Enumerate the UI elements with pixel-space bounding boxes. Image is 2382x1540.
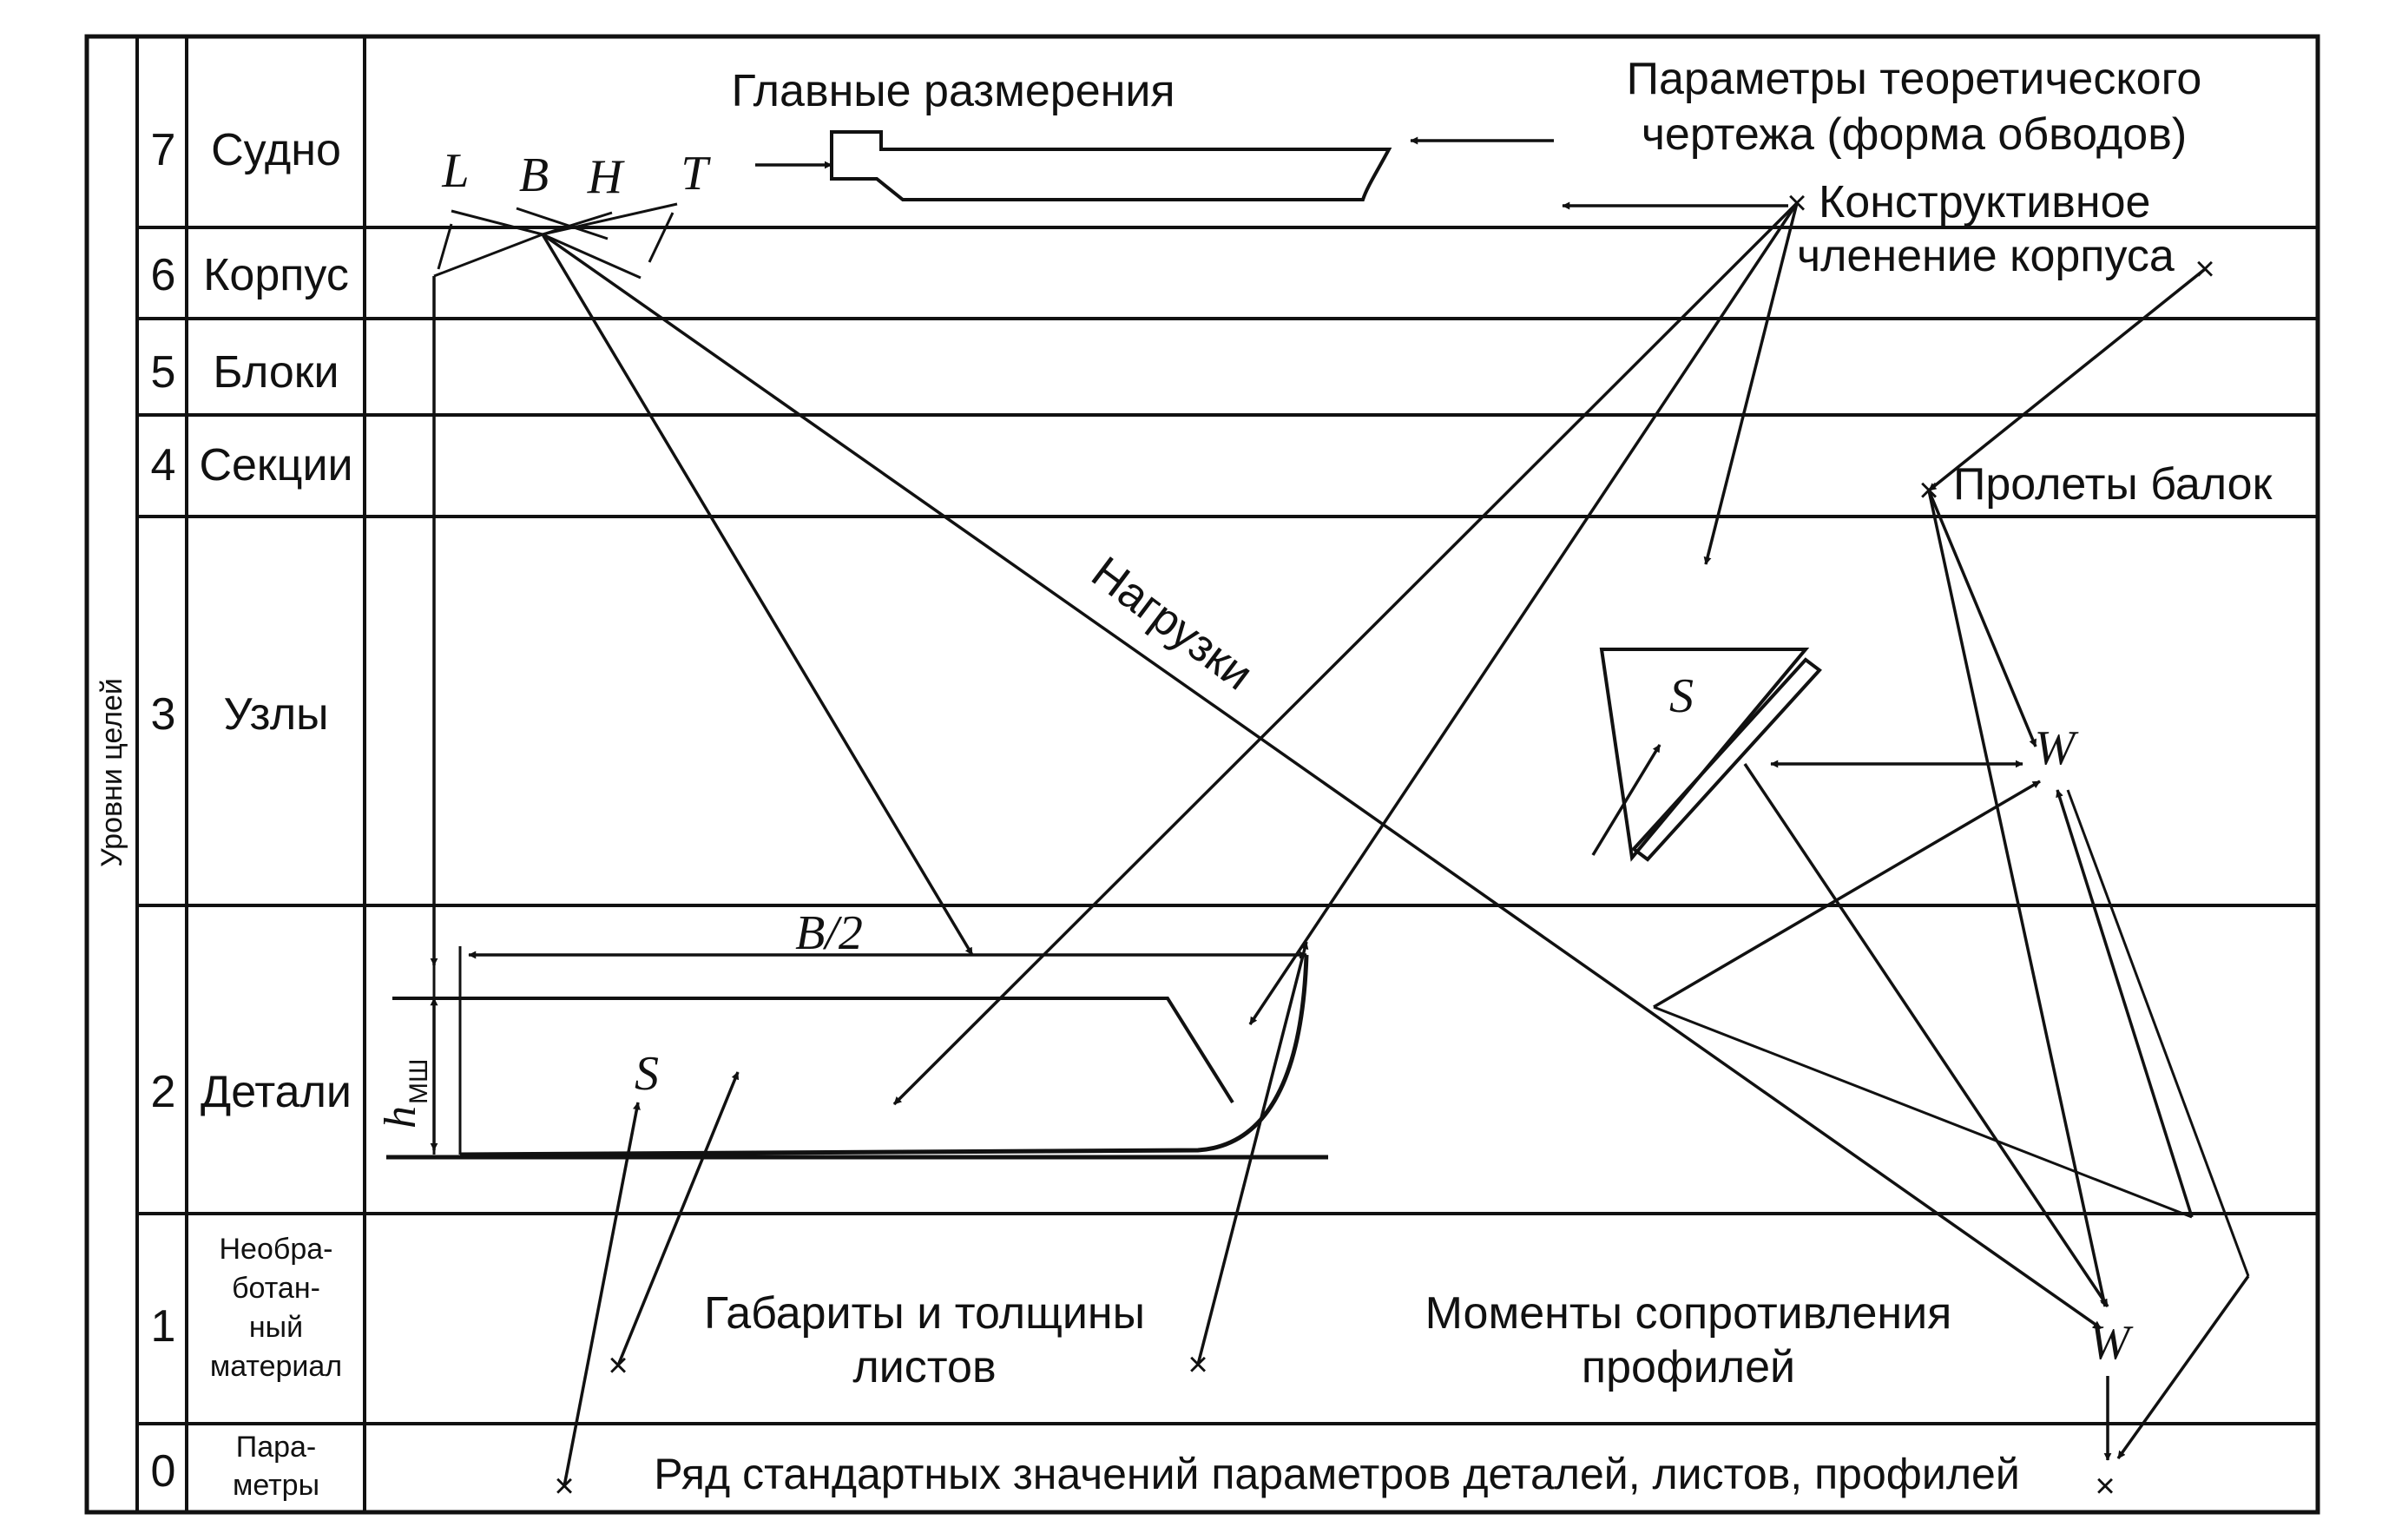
symbol-section-modulus-node: W bbox=[2035, 721, 2079, 775]
hull-division-label-1: Конструктивное bbox=[1819, 177, 2150, 227]
symbol-draft: T bbox=[681, 147, 711, 201]
level-name-parameters: Пара- метры bbox=[233, 1431, 319, 1502]
beam-spans-label: Пролеты балок bbox=[1953, 459, 2273, 510]
raw-material-line-1: Необра- bbox=[220, 1233, 333, 1266]
symbol-height-subscript: МШ bbox=[405, 1059, 433, 1105]
level-number-7: 7 bbox=[151, 125, 176, 175]
sheet-dims-label-2: листов bbox=[852, 1342, 996, 1392]
level-name-raw-material: Необра- ботан- ный материал bbox=[210, 1233, 342, 1383]
level-number-4: 4 bbox=[151, 440, 176, 490]
raw-material-line-2: ботан- bbox=[232, 1272, 320, 1305]
symbol-thickness-node: S bbox=[1669, 669, 1694, 723]
theoretical-params-label-1: Параметры теоретического bbox=[1627, 54, 2202, 104]
sheet-dims-label-1: Габариты и толщины bbox=[704, 1288, 1145, 1339]
level-name-blocks: Блоки bbox=[213, 347, 339, 398]
symbol-length: L bbox=[441, 144, 469, 198]
level-number-5: 5 bbox=[151, 347, 176, 398]
goal-levels-axis-title: Уровни целей bbox=[95, 678, 128, 867]
level-number-2: 2 bbox=[151, 1067, 176, 1117]
parameters-line-1: Пара- bbox=[236, 1431, 317, 1464]
level-number-3: 3 bbox=[151, 689, 176, 740]
standard-values-label: Ряд стандартных значений параметров дета… bbox=[654, 1450, 2020, 1498]
level-number-6: 6 bbox=[151, 250, 176, 300]
marker-standard-right: × bbox=[2095, 1467, 2115, 1505]
level-name-parts: Детали bbox=[201, 1067, 352, 1117]
level-labels: 7 Судно 6 Корпус 5 Блоки 4 Секции 3 Узлы… bbox=[151, 125, 353, 1497]
moments-label-2: профилей bbox=[1582, 1342, 1795, 1392]
bracket-node bbox=[1591, 648, 1822, 862]
parameters-line-2: метры bbox=[233, 1469, 319, 1502]
hull-midship-section bbox=[386, 946, 1328, 1160]
level-table-grid bbox=[84, 34, 2320, 1515]
level-number-0: 0 bbox=[151, 1446, 176, 1497]
ship-silhouette bbox=[830, 130, 1392, 201]
relation-arrows bbox=[541, 201, 2250, 1487]
raw-material-line-3: ный bbox=[249, 1311, 303, 1344]
symbol-thickness-part: S bbox=[635, 1047, 659, 1101]
moments-label-1: Моменты сопротивления bbox=[1425, 1288, 1952, 1339]
level-number-1: 1 bbox=[151, 1301, 176, 1352]
symbol-beam: B bbox=[519, 148, 549, 202]
main-dimensions-label: Главные размерения bbox=[731, 66, 1175, 116]
level-name-hull: Корпус bbox=[203, 250, 349, 300]
double-bottom-height-label: h МШ bbox=[376, 1059, 433, 1129]
diagram-labels: Главные размерения Параметры теоретическ… bbox=[654, 54, 2272, 1498]
level-name-ship: Судно bbox=[211, 125, 341, 175]
theoretical-params-label-2: чертежа (форма обводов) bbox=[1642, 109, 2187, 160]
hull-division-label-2: членение корпуса bbox=[1797, 231, 2175, 281]
raw-material-line-4: материал bbox=[210, 1350, 342, 1383]
level-name-sections: Секции bbox=[199, 440, 352, 490]
symbol-depth: H bbox=[587, 150, 625, 204]
symbol-half-beam: B/2 bbox=[795, 906, 863, 960]
symbol-height: h bbox=[376, 1106, 425, 1129]
main-dimensions-fan bbox=[433, 202, 678, 280]
level-name-assemblies: Узлы bbox=[223, 689, 328, 740]
node-thickness-arrow bbox=[1591, 744, 1661, 856]
